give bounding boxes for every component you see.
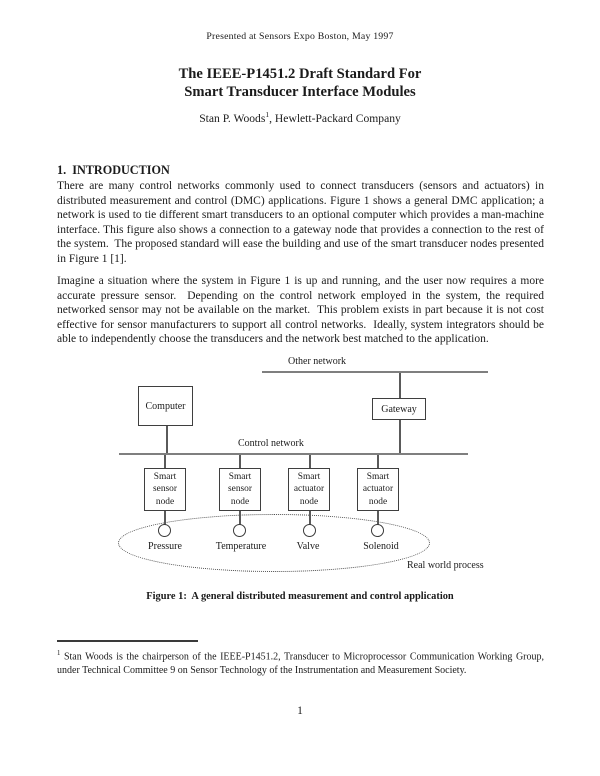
- control-network-label: Control network: [238, 438, 304, 449]
- control-network-line: [119, 453, 468, 456]
- computer-node-box: Computer: [138, 386, 193, 426]
- transducer-label-temperature: Temperature: [215, 541, 267, 552]
- author-footnote-marker: 1: [265, 110, 270, 119]
- transducer-circle-solenoid: [371, 524, 384, 537]
- author-affiliation: , Hewlett-Packard Company: [269, 111, 401, 125]
- transducer-circle-temperature: [233, 524, 246, 537]
- transducer-label-pressure: Pressure: [148, 541, 182, 552]
- author-name: Stan P. Woods: [199, 111, 266, 125]
- paper-title: The IEEE-P1451.2 Draft Standard For Smar…: [0, 66, 600, 101]
- transducer-label-valve: Valve: [296, 541, 320, 552]
- presentation-note: Presented at Sensors Expo Boston, May 19…: [206, 31, 394, 42]
- smart-node-box-4: Smart actuator node: [357, 468, 399, 511]
- node-connector-line: [309, 455, 311, 468]
- paper-title-line1: The IEEE-P1451.2 Draft Standard For: [178, 66, 422, 82]
- footnote-separator: [57, 640, 198, 642]
- transducer-circle-valve: [303, 524, 316, 537]
- smart-node-box-2: Smart sensor node: [219, 468, 261, 511]
- gateway-node-box: Gateway: [372, 398, 426, 420]
- node-connector-line: [164, 455, 166, 468]
- transducer-label-solenoid: Solenoid: [363, 541, 399, 552]
- real-world-process-ellipse: [118, 514, 430, 572]
- paper-title-line2: Smart Transducer Interface Modules: [184, 83, 416, 100]
- footnote: 1 Stan Woods is the chairperson of the I…: [57, 647, 544, 678]
- page-number: 1: [297, 705, 303, 717]
- transducer-connector-line: [309, 511, 311, 525]
- other-network-label: Other network: [288, 356, 347, 367]
- transducer-connector-line: [377, 511, 379, 525]
- computer-connector-line: [166, 426, 168, 454]
- section-heading-introduction: 1. INTRODUCTION: [57, 163, 170, 177]
- figure-1-caption: Figure 1: A general distributed measurem…: [146, 591, 454, 602]
- gateway-node-label: Gateway: [381, 403, 417, 415]
- computer-node-label: Computer: [145, 400, 186, 412]
- node-connector-line: [377, 455, 379, 468]
- intro-paragraph-1: There are many control networks commonly…: [57, 180, 547, 265]
- smart-node-box-3: Smart actuator node: [288, 468, 330, 511]
- transducer-connector-line: [239, 511, 241, 525]
- smart-node-box-1: Smart sensor node: [144, 468, 186, 511]
- transducer-connector-line: [164, 511, 166, 525]
- figure-1-diagram: Other network Computer Gateway Control n…: [0, 352, 600, 584]
- footnote-marker: 1: [57, 650, 61, 657]
- author-line: Stan P. Woods1, Hewlett-Packard Company: [0, 110, 600, 125]
- transducer-circle-pressure: [158, 524, 171, 537]
- other-network-line: [262, 371, 488, 373]
- real-world-process-label: Real world process: [407, 560, 484, 571]
- footnote-text: Stan Woods is the chairperson of the IEE…: [57, 651, 544, 677]
- intro-paragraph-2: Imagine a situation where the system in …: [57, 275, 547, 346]
- node-connector-line: [239, 455, 241, 468]
